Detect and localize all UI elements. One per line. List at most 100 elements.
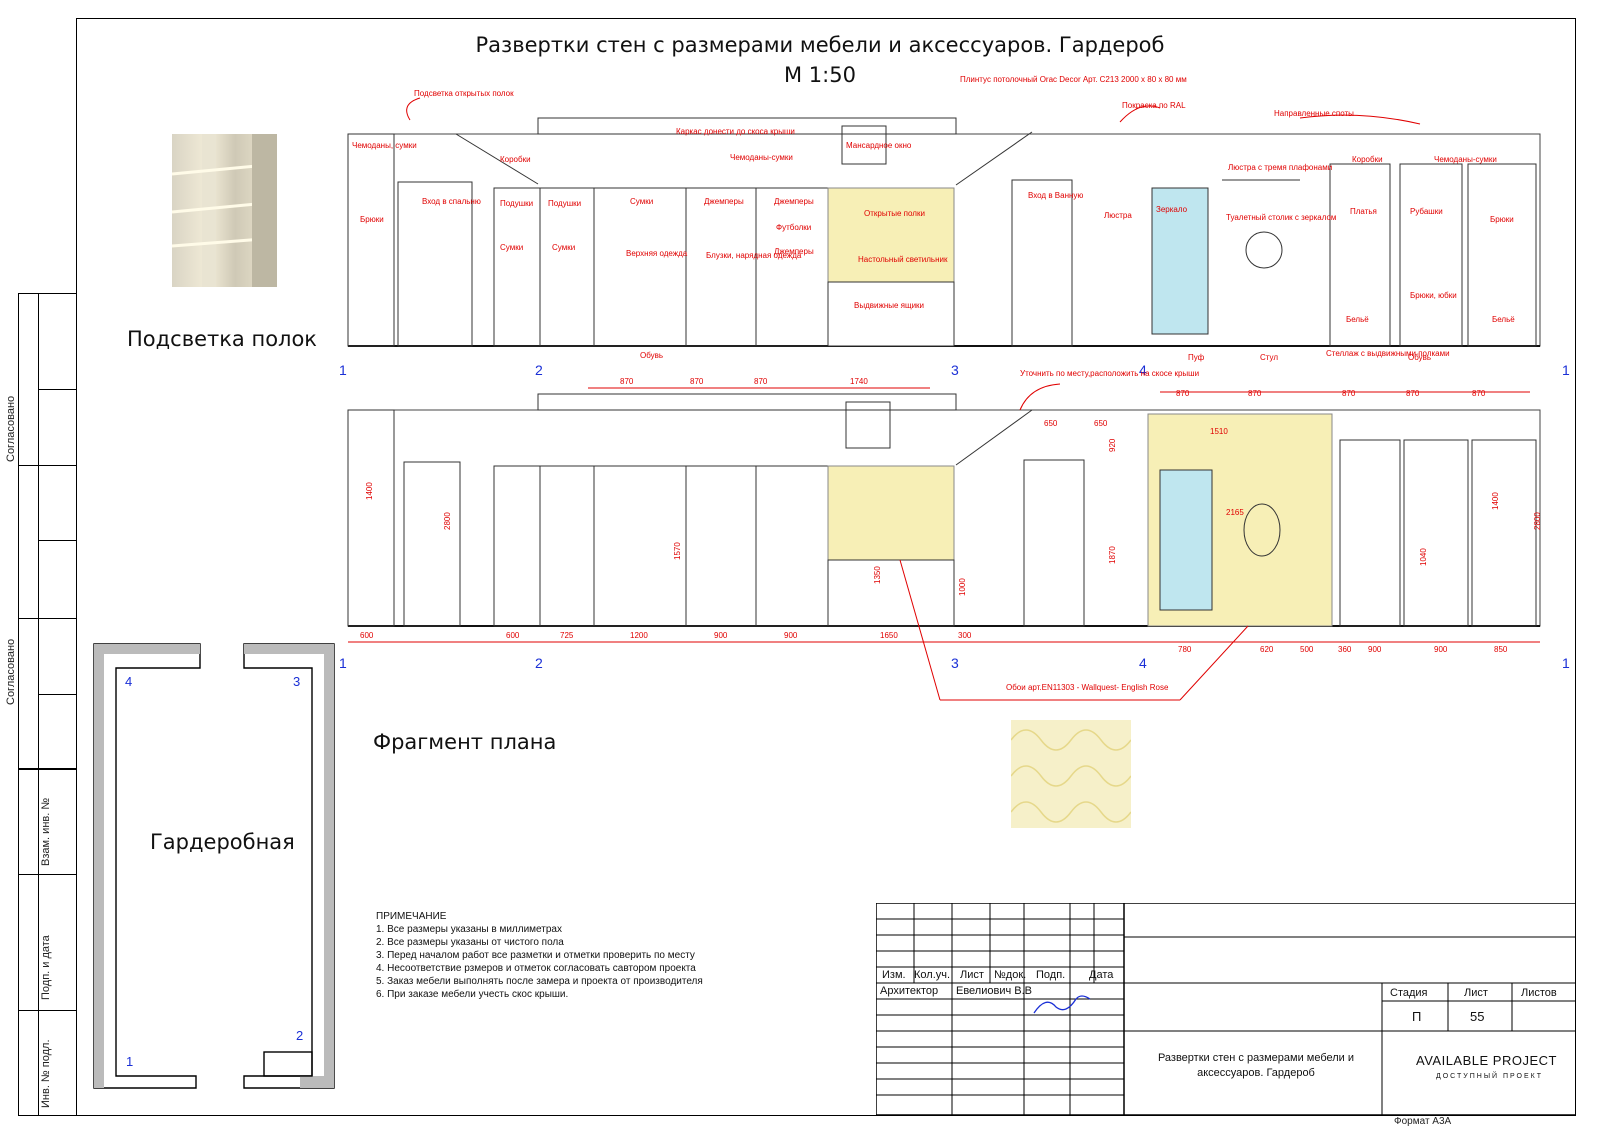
- dimension: 620: [1260, 645, 1274, 654]
- note-item: 3. Перед началом работ все разметки и от…: [376, 950, 695, 961]
- annotation: Подсветка открытых полок: [414, 89, 514, 98]
- axis-number: 4: [1139, 655, 1147, 671]
- annotation: Сумки: [500, 243, 523, 252]
- plan-corner: 3: [293, 674, 300, 689]
- dimension: 870: [1406, 389, 1420, 398]
- dimension: 1400: [365, 482, 374, 500]
- dimension: 870: [754, 377, 768, 386]
- annotation: Коробки: [1352, 155, 1383, 164]
- vertical-dimensions: 2800 2800 1400 1570 1350 1000 1870 920 2…: [365, 438, 1542, 596]
- wallpaper-swatch: [1010, 720, 1132, 828]
- dimension: 1040: [1419, 548, 1428, 566]
- dimension: 870: [1472, 389, 1486, 398]
- annotation: Брюки, юбки: [1410, 291, 1457, 300]
- col-header: Лист: [960, 969, 984, 981]
- dimension: 870: [690, 377, 704, 386]
- plan-corner: 1: [126, 1054, 133, 1069]
- col-header: Подп.: [1036, 969, 1066, 981]
- annotation: Мансардное окно: [846, 141, 912, 150]
- dimension: 500: [1300, 645, 1314, 654]
- annotation: Зеркало: [1156, 205, 1188, 214]
- annotation: Каркас донести до скоса крыши: [676, 127, 795, 136]
- plan-corner: 2: [296, 1028, 303, 1043]
- dimension: 360: [1338, 645, 1352, 654]
- shelf-lighting-photo: [171, 134, 278, 287]
- annotation: Джемперы: [774, 247, 814, 256]
- annotation: Коробки: [500, 155, 531, 164]
- dimension: 1200: [630, 631, 648, 640]
- annotation: Платья: [1350, 207, 1377, 216]
- dimension: 920: [1108, 438, 1117, 452]
- axis-number: 3: [951, 362, 959, 378]
- annotation: Чемоданы-сумки: [730, 153, 793, 162]
- annotation: Люстра: [1104, 211, 1132, 220]
- role: Архитектор: [880, 985, 939, 997]
- annotation: Выдвижные ящики: [854, 301, 924, 310]
- note-item: 6. При заказе мебели учесть скос крыши.: [376, 989, 569, 1000]
- annotation: Блузки, нарядная одежда: [706, 251, 802, 260]
- annotation: Плинтус потолочный Orac Decor Арт. С213 …: [960, 75, 1187, 84]
- sheets-header: Листов: [1521, 987, 1557, 999]
- col-header: №док.: [994, 969, 1027, 981]
- elevation-annotations: Чемоданы, сумки Подсветка открытых полок…: [352, 75, 1515, 362]
- sheet-frame: [76, 18, 1576, 1116]
- dimension: 1000: [958, 578, 967, 596]
- note-item: 5. Заказ мебели выполнять после замера и…: [376, 976, 703, 987]
- annotation: Направленные споты: [1274, 109, 1354, 118]
- note-item: 4. Несоответствие рзмеров и отметок согл…: [376, 963, 696, 974]
- plan-fragment-label: Фрагмент плана: [373, 730, 557, 754]
- annotation: Джемперы: [774, 197, 814, 206]
- annotation: Вход в спальню: [422, 197, 481, 206]
- axis-number: 2: [535, 362, 543, 378]
- axis-number: 1: [339, 362, 347, 378]
- dimension: 2165: [1226, 508, 1244, 517]
- dimension: 2800: [1533, 512, 1542, 530]
- dimension: 650: [1044, 419, 1058, 428]
- dimension: 870: [620, 377, 634, 386]
- dimension: 1650: [880, 631, 898, 640]
- annotation: Брюки: [1490, 215, 1514, 224]
- annotation: Чемоданы, сумки: [352, 141, 417, 150]
- architect-name: Евелиович В.В: [956, 985, 1032, 997]
- sheet-value: 55: [1470, 1009, 1485, 1024]
- col-header: Кол.уч.: [914, 969, 951, 981]
- annotation: Бельё: [1346, 315, 1369, 324]
- dimension: 870: [1176, 389, 1190, 398]
- annotation: Джемперы: [704, 197, 744, 206]
- elevation-bottom: [347, 393, 1541, 627]
- dimension: 1400: [1491, 492, 1500, 510]
- notes-block: ПРИМЕЧАНИЕ 1. Все размеры указаны в милл…: [376, 910, 703, 1001]
- annotation: Обувь: [640, 351, 663, 360]
- title-scale: М 1:50: [784, 63, 856, 87]
- dimension: 1350: [873, 566, 882, 584]
- annotation: Подушки: [548, 199, 581, 208]
- callouts: Уточнить по месту,расположить на скосе к…: [1006, 369, 1199, 692]
- dimension: 725: [560, 631, 574, 640]
- room-name: Гардеробная: [150, 830, 295, 854]
- annotation: Туалетный столик с зеркалом: [1226, 213, 1336, 222]
- axis-number: 2: [535, 655, 543, 671]
- axis-number: 3: [951, 655, 959, 671]
- annotation: Верхняя одежда: [626, 249, 688, 258]
- annotation: Покраска по RAL: [1122, 101, 1186, 110]
- col-header: Изм.: [882, 969, 906, 981]
- annotation: Сумки: [630, 197, 653, 206]
- dimension: 900: [714, 631, 728, 640]
- company-tagline: ДОСТУПНЫЙ ПРОЕКТ: [1436, 1073, 1544, 1080]
- dimension: 900: [1434, 645, 1448, 654]
- annotation: Рубашки: [1410, 207, 1443, 216]
- dimension: 650: [1094, 419, 1108, 428]
- dimension: 900: [784, 631, 798, 640]
- dimension: 1570: [673, 542, 682, 560]
- axis-number: 4: [1139, 362, 1147, 378]
- dimension: 600: [506, 631, 520, 640]
- annotation: Люстра с тремя плафонами: [1228, 163, 1332, 172]
- dimension: 1510: [1210, 427, 1228, 436]
- callout-wallpaper: Обои арт.EN11303 - Wallquest- English Ro…: [1006, 683, 1169, 692]
- plan-corner-numbers: 4 3 2 1: [125, 674, 303, 1069]
- notes-heading: ПРИМЕЧАНИЕ: [376, 911, 447, 922]
- stage-value: П: [1412, 1009, 1422, 1024]
- annotation: Стеллаж с выдвижными полками: [1326, 349, 1450, 358]
- annotation: Обувь: [1408, 353, 1431, 362]
